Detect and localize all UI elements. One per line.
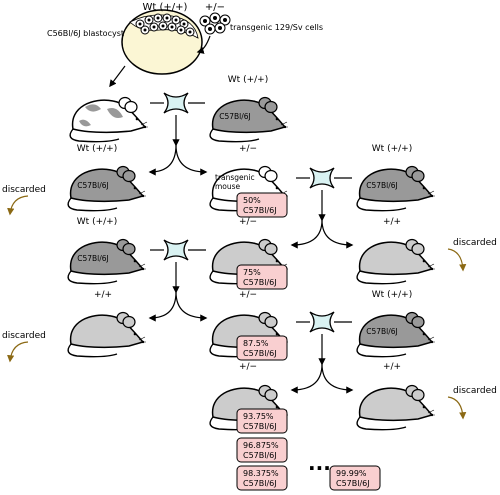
blastocyst-label: C56Bl/6J blastocyst	[47, 29, 124, 38]
mouse-transgenic-label: transgenic	[215, 173, 255, 182]
discarded-label: discarded	[2, 185, 46, 195]
mouse-strain-label: C57Bl/6J	[366, 327, 398, 336]
mouse: C57Bl/6J	[356, 311, 435, 358]
badge-strain: C57Bl/6J	[243, 451, 277, 460]
badge-strain: C57Bl/6J	[243, 479, 277, 488]
percent-badge: 98.375%C57Bl/6J	[236, 465, 288, 491]
genotype-label: Wt (+/+)	[372, 144, 412, 154]
percent-badge: 87.5%C57Bl/6J	[236, 335, 288, 361]
mouse-transgenic-label: mouse	[215, 182, 241, 191]
discard-arrows	[7, 195, 467, 420]
mouse: C57Bl/6J	[67, 238, 146, 285]
badge-percent: 99.99%	[336, 469, 367, 478]
discarded-label: discarded	[2, 331, 46, 341]
genotype-label: +/+	[94, 290, 112, 300]
percent-badge: 50%C57Bl/6J	[236, 192, 288, 218]
badge-strain: C57Bl/6J	[243, 422, 277, 431]
crosses-layer	[163, 92, 335, 333]
mouse	[67, 311, 146, 358]
genotype-label: Wt (+/+)	[77, 217, 117, 227]
cross-icon	[309, 167, 335, 189]
badges-layer: 50%C57Bl/6J75%C57Bl/6J87.5%C57Bl/6J93.75…	[236, 192, 381, 491]
percent-badge: 99.99%C57Bl/6J	[329, 465, 381, 491]
badge-percent: 93.75%	[243, 412, 274, 421]
cross-icon	[309, 311, 335, 333]
badge-percent: 96.875%	[243, 441, 279, 450]
genotype-label: Wt (+/+)	[77, 144, 117, 154]
genotype-label: Wt (+/+)	[228, 75, 268, 85]
percent-badge: 75%C57Bl/6J	[236, 264, 288, 290]
discarded-label: discarded	[453, 386, 497, 396]
genotype-label: +/−	[239, 144, 257, 154]
cross-icon	[163, 239, 189, 261]
genotype-label: Wt (+/+)	[372, 290, 412, 300]
mouse	[69, 96, 148, 143]
genotype-label: +/−	[239, 217, 257, 227]
genotype-label: +/+	[383, 362, 401, 372]
mouse-strain-label: C57Bl/6J	[219, 112, 251, 121]
badge-percent: 75%	[243, 268, 261, 277]
badge-percent: 50%	[243, 196, 261, 205]
connector-arrows	[109, 65, 354, 394]
badge-percent: 87.5%	[243, 339, 269, 348]
genotype-label: +/−	[239, 290, 257, 300]
badge-strain: C57Bl/6J	[243, 206, 277, 215]
mouse: C57Bl/6J	[356, 165, 435, 212]
badge-percent: 98.375%	[243, 469, 279, 478]
genotype-label: +/−	[239, 362, 257, 372]
mouse	[356, 384, 435, 431]
transgenic-cells-genotype: +/−	[205, 2, 225, 13]
transgenic-cells-label: transgenic 129/Sv cells	[230, 23, 323, 32]
genotype-label: +/+	[383, 217, 401, 227]
mouse-strain-label: C57Bl/6J	[77, 181, 109, 190]
mouse: C57Bl/6J	[209, 96, 288, 143]
mouse-strain-label: C57Bl/6J	[366, 181, 398, 190]
badge-strain: C57Bl/6J	[243, 349, 277, 358]
blastocyst-genotype: Wt (+/+)	[143, 2, 188, 13]
badge-strain: C57Bl/6J	[243, 278, 277, 287]
mouse	[356, 238, 435, 285]
ellipsis: ...	[308, 451, 331, 475]
mouse-strain-label: C57Bl/6J	[77, 254, 109, 263]
mouse: C57Bl/6J	[67, 165, 146, 212]
blastocyst	[121, 9, 203, 75]
badge-strain: C57Bl/6J	[336, 479, 370, 488]
percent-badge: 93.75%C57Bl/6J	[236, 408, 288, 434]
cross-icon	[163, 92, 189, 114]
discarded-label: discarded	[453, 238, 497, 248]
percent-badge: 96.875%C57Bl/6J	[236, 437, 288, 463]
